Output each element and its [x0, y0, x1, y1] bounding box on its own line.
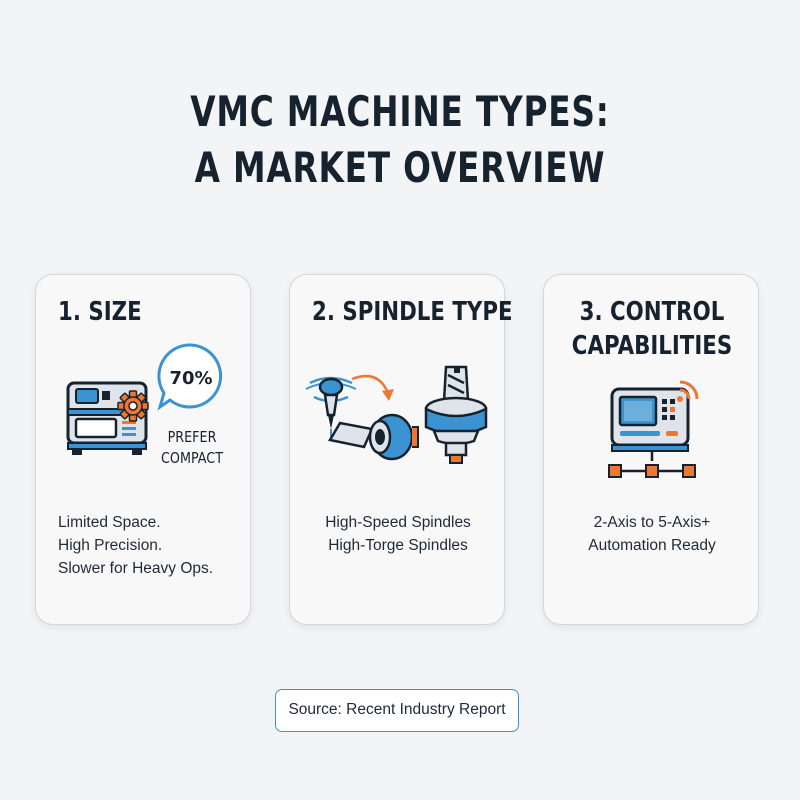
description-line: High-Torge Spindles	[328, 537, 468, 554]
description-line: Slower for Heavy Ops.	[58, 560, 214, 577]
card-title: 2. SPINDLE TYPE	[312, 297, 513, 327]
stat-caption-line: COMPACT	[161, 449, 224, 467]
page-title: VMC MACHINE TYPES: A MARKET OVERVIEW	[88, 84, 712, 196]
card-description: High-Speed Spindles High-Torge Spindles	[290, 511, 506, 557]
stat-caption: PREFER COMPACT	[161, 427, 223, 469]
card-size: 1. SIZE 70% PREFER COMPACT	[35, 274, 251, 625]
wireless-signal-icon	[677, 380, 699, 402]
card-description: 2-Axis to 5-Axis+ Automation Ready	[544, 511, 760, 557]
stat-value: 70%	[169, 368, 212, 389]
high-speed-spindle-icon	[305, 376, 419, 461]
card-description: Limited Space. High Precision. Slower fo…	[58, 511, 213, 580]
description-line: Limited Space.	[58, 514, 161, 531]
card-title: 1. SIZE	[58, 297, 142, 327]
card-spindle-type: 2. SPINDLE TYPE High-Speed Spindles High…	[289, 274, 513, 625]
page-title-line-2: A MARKET OVERVIEW	[194, 143, 606, 192]
card-control-capabilities: 3. CONTROL CAPABILITIES 2-Axis to 5-Axis…	[543, 274, 759, 625]
high-torque-spindle-icon	[424, 365, 488, 464]
description-line: High-Speed Spindles	[325, 514, 471, 531]
speech-bubble-icon: 70%	[157, 343, 223, 411]
stat-caption-line: PREFER	[167, 428, 217, 446]
gear-icon	[117, 390, 149, 422]
page-title-line-1: VMC MACHINE TYPES:	[190, 87, 610, 136]
description-line: Automation Ready	[588, 537, 716, 554]
card-title-line: CAPABILITIES	[571, 331, 733, 361]
network-icon	[608, 451, 696, 478]
card-title: 3. CONTROL CAPABILITIES	[554, 295, 751, 363]
description-line: High Precision.	[58, 537, 163, 554]
description-line: 2-Axis to 5-Axis+	[593, 514, 711, 531]
arrow-icon	[351, 374, 394, 401]
source-note: Source: Recent Industry Report	[275, 689, 519, 732]
cnc-control-panel-icon	[610, 387, 690, 452]
card-title-line: 3. CONTROL	[579, 297, 725, 327]
